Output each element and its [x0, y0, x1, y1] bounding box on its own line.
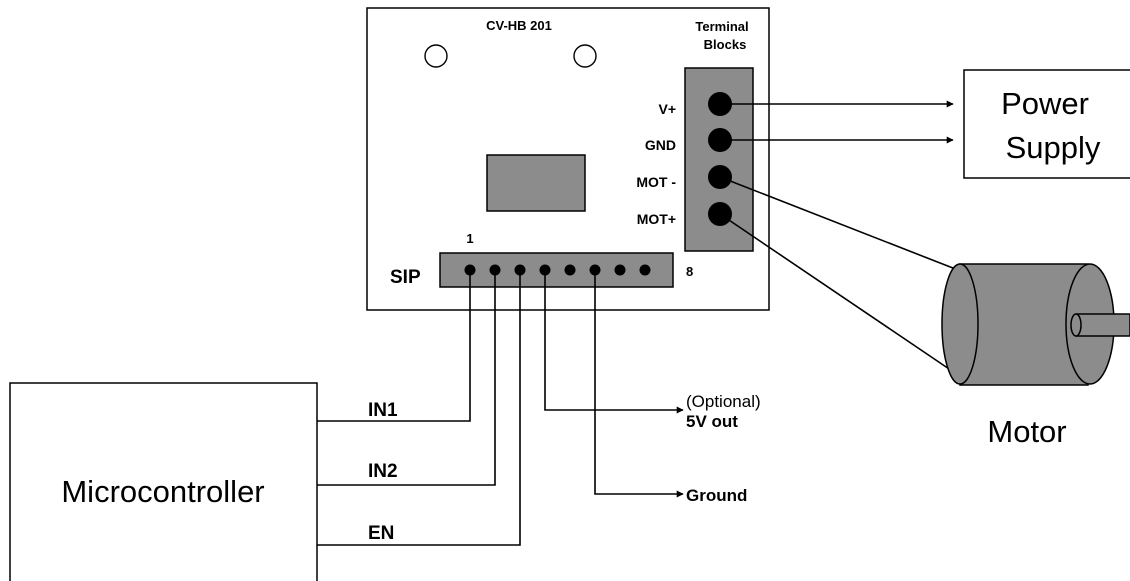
optional-note: (Optional)	[686, 392, 761, 411]
sip-pin-8	[639, 264, 651, 276]
sip-pin-1-label: 1	[466, 231, 473, 246]
terminal-label-mot-plus: MOT+	[637, 211, 676, 227]
hbridge-board: CV-HB 201 Terminal Blocks V+ GND MOT - M…	[366, 7, 770, 311]
wire-mot-minus-to-motor	[719, 176, 959, 271]
five-volt-out-label: 5V out	[686, 412, 738, 431]
motor-shaft-end	[1070, 313, 1082, 337]
wire-ground	[594, 270, 684, 498]
terminal-blocks-title-line2: Blocks	[704, 37, 747, 52]
signal-label-en: EN	[368, 523, 394, 544]
terminal-label-vplus: V+	[658, 101, 676, 117]
motor-shaft	[1075, 313, 1130, 337]
motor-rear-cap	[941, 263, 979, 385]
ground-label: Ground	[686, 486, 747, 505]
microcontroller: Microcontroller	[9, 382, 318, 581]
sip-pin-5	[564, 264, 576, 276]
microcontroller-box	[9, 382, 318, 581]
sip-pin-8-label: 8	[686, 264, 693, 279]
wire-5v-out	[544, 270, 684, 414]
microcontroller-label: Microcontroller	[61, 474, 264, 509]
driver-chip	[486, 154, 586, 212]
signal-label-in1: IN1	[368, 400, 398, 421]
wire-in2	[317, 270, 496, 486]
wire-en	[317, 270, 521, 546]
terminal-label-gnd: GND	[645, 137, 676, 153]
power-supply-label-line1: Power	[1001, 86, 1089, 121]
sip-pin-7	[614, 264, 626, 276]
power-supply: Power Supply	[963, 69, 1130, 179]
motor: Motor	[719, 176, 1130, 449]
signal-label-in2: IN2	[368, 461, 398, 482]
power-supply-label-line2: Supply	[1006, 130, 1101, 165]
power-supply-box	[963, 69, 1130, 179]
mounting-hole-right	[573, 44, 597, 68]
terminal-blocks-title-line1: Terminal	[695, 19, 748, 34]
mounting-hole-left	[424, 44, 448, 68]
terminal-label-mot-minus: MOT -	[636, 174, 676, 190]
motor-label: Motor	[987, 414, 1066, 449]
sip-header	[439, 252, 674, 288]
wire-in1	[317, 270, 471, 422]
sip-label: SIP	[390, 267, 421, 288]
wire-mot-plus-to-motor	[719, 213, 959, 376]
board-model-label: CV-HB 201	[486, 18, 552, 33]
